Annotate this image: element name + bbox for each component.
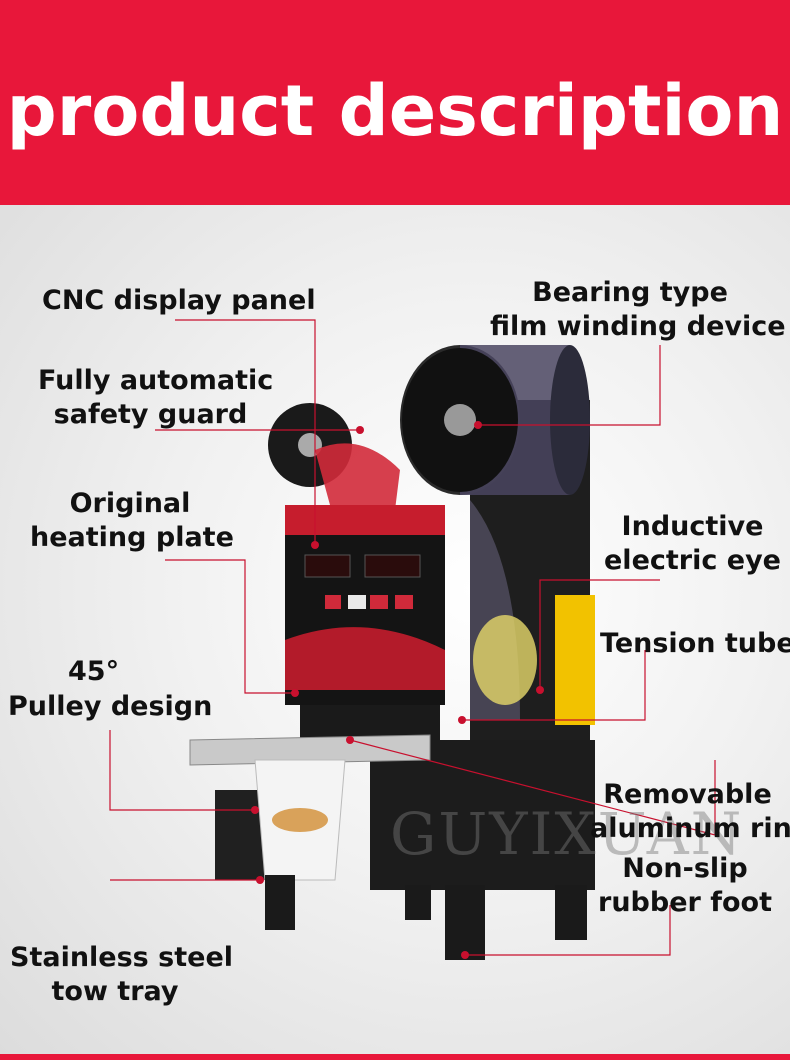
label-removable-line1: Removable [603, 779, 772, 810]
label-stainless-tray: Stainless steel tow tray [10, 941, 234, 1009]
label-stainless-line2: tow tray [51, 976, 179, 1007]
watermark: GUYIXUAN [390, 800, 744, 868]
label-pulley-line2: Pulley design [8, 691, 213, 722]
manual-button[interactable] [325, 595, 341, 609]
panel-red-wave [285, 627, 445, 690]
machine-base [370, 740, 595, 890]
label-bearing-line1: Bearing type [532, 277, 728, 308]
label-electric-eye: Inductive electric eye [600, 510, 785, 578]
leader-dots [251, 421, 544, 959]
temp-display [304, 554, 351, 578]
control-panel-top [285, 505, 445, 535]
label-removable-ring: Removable aluminum ring [590, 778, 790, 846]
label-safety-guard-line2: safety guard [53, 399, 248, 430]
film-print [473, 615, 537, 705]
page-title: product description [6, 70, 784, 152]
film-reel-hub [444, 404, 476, 436]
label-nonslip-line1: Non-slip [622, 853, 748, 884]
foot-rear [405, 885, 431, 920]
bottom-border [0, 1054, 790, 1060]
label-stainless-line1: Stainless steel [10, 942, 234, 973]
label-heating-plate-line1: Original [69, 488, 191, 519]
label-bearing: Bearing type film winding device [490, 276, 786, 344]
header-banner: product description [0, 0, 790, 205]
label-electric-eye-line2: electric eye [604, 545, 781, 576]
counter-display [364, 554, 421, 578]
film-roll-end [550, 345, 590, 495]
pause-button[interactable] [370, 595, 388, 609]
label-safety-guard-line1: Fully automatic [38, 365, 274, 396]
auto-button[interactable] [348, 595, 366, 609]
label-tension-tube: Tension tube [600, 628, 790, 659]
label-heating-plate: Original heating plate [30, 487, 234, 555]
label-nonslip-line2: rubber foot [598, 887, 772, 918]
label-bearing-line2: film winding device [490, 311, 786, 342]
label-safety-guard: Fully automatic safety guard [38, 364, 274, 432]
label-nonslip-foot: Non-slip rubber foot [595, 852, 775, 920]
foot-front-right [445, 885, 485, 960]
label-electric-eye-line1: Inductive [621, 511, 764, 542]
film-feed-red [315, 443, 400, 510]
cup-coffee-print [272, 808, 328, 832]
leader-lines [109, 319, 716, 956]
label-cnc-display: CNC display panel [42, 285, 316, 316]
foot-front-left [265, 875, 295, 930]
label-pulley-line1: 45° [68, 656, 120, 687]
power-button[interactable] [395, 595, 413, 609]
label-removable-line2: aluminum ring [590, 813, 790, 844]
label-heating-plate-line2: heating plate [30, 522, 234, 553]
warning-label [555, 595, 595, 725]
foot-rear-right [555, 885, 587, 940]
